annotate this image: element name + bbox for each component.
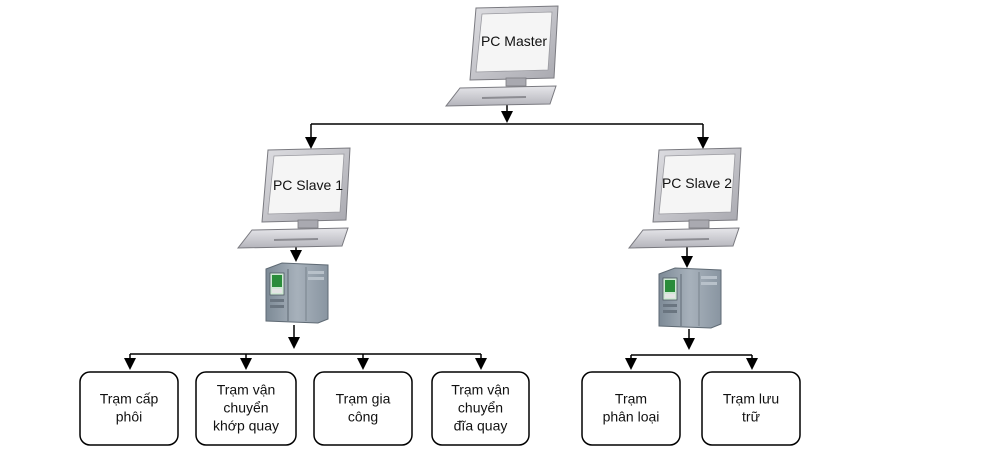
plc-2-node <box>658 267 722 329</box>
station-box-frame <box>431 371 530 446</box>
station-label-line: phân loại <box>603 408 660 424</box>
station-label-line: chuyển <box>223 399 268 415</box>
station-label-line: trữ <box>742 408 760 424</box>
station-box-frame <box>581 371 681 446</box>
station-box-1: Trạm cấp phôi <box>79 371 179 446</box>
station-box-3: Trạm gia công <box>313 371 413 446</box>
station-box-6: Trạm lưu trữ <box>701 371 801 446</box>
pc-master-node: PC Master <box>445 5 559 107</box>
station-label-line: công <box>348 408 378 424</box>
station-label-line: chuyển <box>458 399 503 415</box>
station-label-line: Trạm <box>615 390 647 406</box>
station-box-5: Trạm phân loại <box>581 371 681 446</box>
station-label-line: phôi <box>116 408 142 424</box>
station-label-line: Trạm lưu <box>723 390 779 406</box>
station-box-frame <box>701 371 801 446</box>
plc-icon <box>265 262 329 324</box>
pc-slave-2-label: PC Slave 2 <box>662 175 732 191</box>
station-label-line: đĩa quay <box>454 417 508 433</box>
computer-icon <box>237 147 351 249</box>
pc-master-label: PC Master <box>481 33 547 49</box>
plc-icon <box>658 267 722 329</box>
pc-slave-1-node: PC Slave 1 <box>237 147 351 249</box>
pc-slave-1-label: PC Slave 1 <box>273 177 343 193</box>
station-box-4: Trạm vận chuyển đĩa quay <box>431 371 530 446</box>
station-box-frame <box>313 371 413 446</box>
station-box-frame <box>79 371 179 446</box>
station-label-line: Trạm gia <box>336 390 391 406</box>
plc-1-node <box>265 262 329 324</box>
station-box-frame <box>195 371 297 446</box>
station-box-2: Trạm vận chuyển khớp quay <box>195 371 297 446</box>
station-label-line: Trạm cấp <box>100 390 159 406</box>
station-label-line: Trạm vận <box>451 381 510 397</box>
station-label-line: khớp quay <box>213 417 279 433</box>
pc-slave-2-node: PC Slave 2 <box>628 147 742 249</box>
computer-icon <box>445 5 559 107</box>
computer-icon <box>628 147 742 249</box>
station-label-line: Trạm vận <box>217 381 276 397</box>
